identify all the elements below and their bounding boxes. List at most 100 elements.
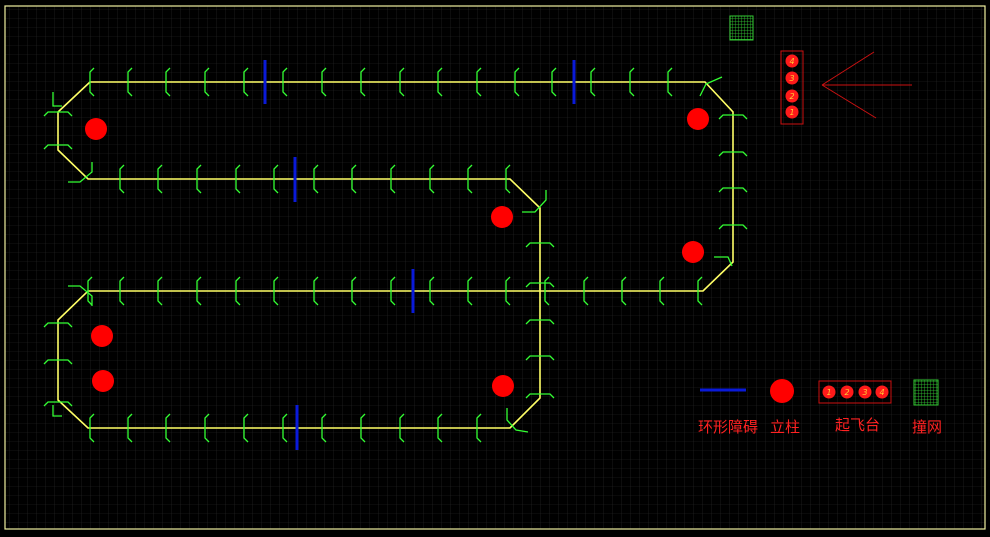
track-marker bbox=[204, 413, 210, 443]
track-marker bbox=[390, 276, 396, 306]
track-marker bbox=[522, 190, 547, 213]
track-marker bbox=[718, 224, 748, 230]
track-marker bbox=[89, 67, 95, 97]
track-marker bbox=[204, 67, 210, 97]
launch-position: 4 bbox=[875, 385, 889, 399]
track-marker bbox=[273, 276, 279, 306]
legend: 1 2 3 4 bbox=[700, 379, 939, 406]
track-marker bbox=[68, 162, 93, 183]
track-marker bbox=[43, 111, 73, 117]
launch-position: 1 bbox=[822, 385, 836, 399]
launch-position-number: 4 bbox=[789, 57, 794, 66]
track-marker bbox=[43, 359, 73, 365]
track-marker bbox=[127, 67, 133, 97]
track-marker bbox=[68, 285, 93, 306]
track-marker bbox=[313, 164, 319, 194]
track-marker bbox=[351, 164, 357, 194]
pillar bbox=[491, 206, 513, 228]
track-marker bbox=[506, 408, 529, 433]
track-marker bbox=[505, 276, 511, 306]
track-marker bbox=[273, 164, 279, 194]
outer-frame bbox=[4, 5, 986, 530]
launch-position-number: 2 bbox=[844, 388, 849, 397]
track-marker bbox=[87, 276, 93, 306]
track-line bbox=[57, 81, 734, 429]
launch-position: 3 bbox=[785, 71, 799, 85]
track-marker bbox=[525, 319, 555, 325]
track-marker bbox=[718, 187, 748, 193]
launch-position: 2 bbox=[785, 89, 799, 103]
track-markers bbox=[43, 67, 748, 443]
track-marker bbox=[243, 413, 249, 443]
track-marker bbox=[165, 67, 171, 97]
track-marker bbox=[360, 67, 366, 97]
track-marker bbox=[119, 164, 125, 194]
track-marker bbox=[437, 413, 443, 443]
pillar bbox=[492, 375, 514, 397]
legend-net-label: 撞网 bbox=[912, 418, 943, 436]
legend-ring-obstacle-label: 环形障碍 bbox=[698, 418, 759, 436]
track bbox=[57, 81, 734, 429]
track-marker bbox=[43, 144, 73, 150]
track-marker bbox=[718, 114, 748, 120]
launch-position-number: 3 bbox=[789, 74, 794, 83]
track-marker bbox=[282, 67, 288, 97]
track-marker bbox=[157, 276, 163, 306]
track-marker bbox=[360, 413, 366, 443]
pillars bbox=[85, 108, 709, 397]
launch-position-number: 1 bbox=[789, 108, 794, 117]
track-marker bbox=[525, 242, 555, 248]
track-marker bbox=[321, 67, 327, 97]
direction-arrow bbox=[821, 51, 912, 119]
track-marker bbox=[127, 413, 133, 443]
track-marker bbox=[119, 276, 125, 306]
launch-position-number: 1 bbox=[826, 388, 831, 397]
pillar bbox=[91, 325, 113, 347]
track-marker bbox=[390, 164, 396, 194]
track-marker bbox=[43, 401, 73, 407]
track-marker bbox=[429, 164, 435, 194]
track-marker bbox=[282, 413, 288, 443]
pillar bbox=[687, 108, 709, 130]
track-marker bbox=[321, 413, 327, 443]
track-marker bbox=[551, 67, 557, 97]
track-marker bbox=[43, 322, 73, 328]
track-marker bbox=[667, 67, 673, 97]
track-marker bbox=[697, 276, 703, 306]
track-marker bbox=[243, 67, 249, 97]
launch-position: 2 bbox=[840, 385, 854, 399]
pillar bbox=[85, 118, 107, 140]
track-marker bbox=[399, 67, 405, 97]
grid bbox=[5, 6, 985, 529]
track-marker bbox=[437, 67, 443, 97]
track-marker bbox=[467, 164, 473, 194]
legend-takeoff-label: 起飞台 bbox=[835, 416, 881, 434]
track-marker bbox=[659, 276, 665, 306]
track-marker bbox=[196, 276, 202, 306]
track-marker bbox=[583, 276, 589, 306]
track-marker bbox=[718, 151, 748, 157]
launch-pad: 1 2 3 4 bbox=[780, 50, 804, 125]
launch-position: 1 bbox=[785, 105, 799, 119]
launch-position-number: 2 bbox=[789, 92, 794, 101]
ring-obstacles bbox=[263, 60, 576, 450]
track-marker bbox=[714, 256, 733, 267]
track-marker bbox=[525, 355, 555, 361]
launch-position: 4 bbox=[785, 54, 799, 68]
track-marker bbox=[157, 164, 163, 194]
launch-position-number: 3 bbox=[862, 388, 867, 397]
track-marker bbox=[196, 164, 202, 194]
pillar bbox=[682, 241, 704, 263]
track-marker bbox=[52, 405, 62, 417]
track-marker bbox=[235, 276, 241, 306]
track-marker bbox=[621, 276, 627, 306]
track-marker bbox=[476, 413, 482, 443]
track-marker bbox=[505, 164, 511, 194]
track-marker bbox=[544, 276, 550, 306]
track-marker bbox=[699, 76, 723, 97]
track-marker bbox=[165, 413, 171, 443]
track-marker bbox=[525, 393, 555, 399]
track-marker bbox=[235, 164, 241, 194]
launch-position-number: 4 bbox=[879, 388, 884, 397]
